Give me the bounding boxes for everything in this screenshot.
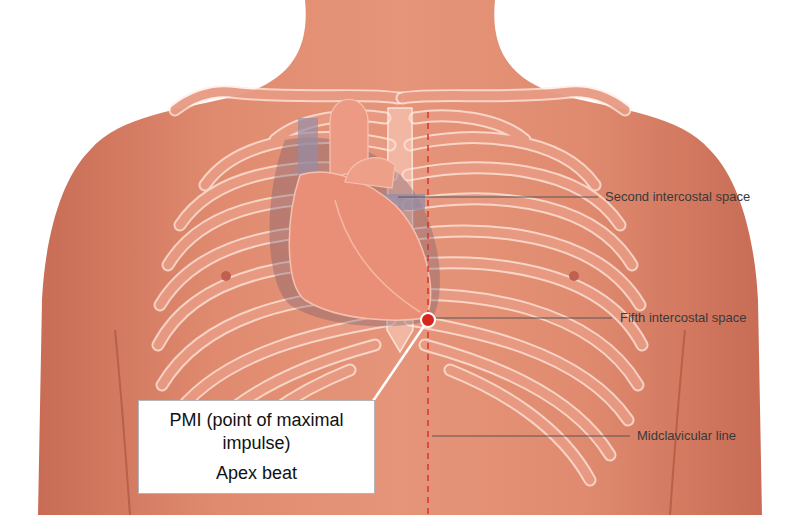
pericardium-shadow: [269, 137, 439, 326]
callout-title: PMI (point of maximal impulse): [149, 409, 364, 454]
nipple: [221, 271, 231, 281]
annotation-label: Fifth intercostal space: [620, 310, 746, 326]
leader-line: [398, 197, 598, 198]
callout-box: PMI (point of maximal impulse) Apex beat: [138, 400, 375, 494]
armpit-crease: [670, 330, 685, 515]
leader-line: [432, 436, 630, 437]
leader-line: [436, 318, 612, 319]
nipple: [569, 271, 579, 281]
callout-subtitle: Apex beat: [149, 462, 364, 485]
armpit-crease: [115, 330, 130, 515]
leader-line: [373, 326, 424, 401]
pmi-dot: [421, 313, 435, 327]
torso: [38, 0, 762, 515]
pulmonary-trunk: [345, 158, 395, 188]
heart-groove: [335, 200, 420, 312]
heart: [289, 172, 430, 320]
annotation-label: Midclavicular line: [637, 428, 736, 444]
annotation-label: Second intercostal space: [605, 189, 750, 205]
vena-cava: [298, 118, 318, 180]
